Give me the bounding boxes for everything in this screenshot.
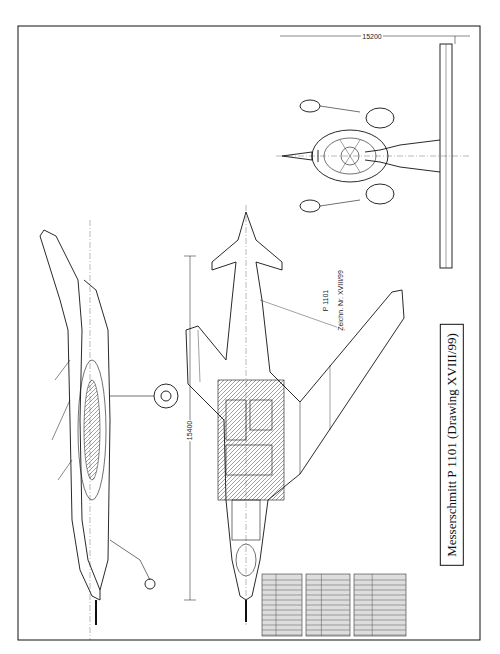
page-frame [18,26,480,640]
caption-box: Messerschmitt P 1101 (Drawing XVIII/99) [440,324,464,566]
side-view [40,220,196,640]
dimension-label: 15400 [187,419,194,440]
dimension-label: 15200 [361,33,382,40]
drawing-note: P 1101 [322,288,329,312]
front-view [276,36,470,268]
parts-tables [262,574,406,636]
drawing-note: Zeichn. Nr. XVIII/99 [336,269,343,332]
plan-view [186,205,404,625]
caption-text: Messerschmitt P 1101 (Drawing XVIII/99) [444,333,460,557]
